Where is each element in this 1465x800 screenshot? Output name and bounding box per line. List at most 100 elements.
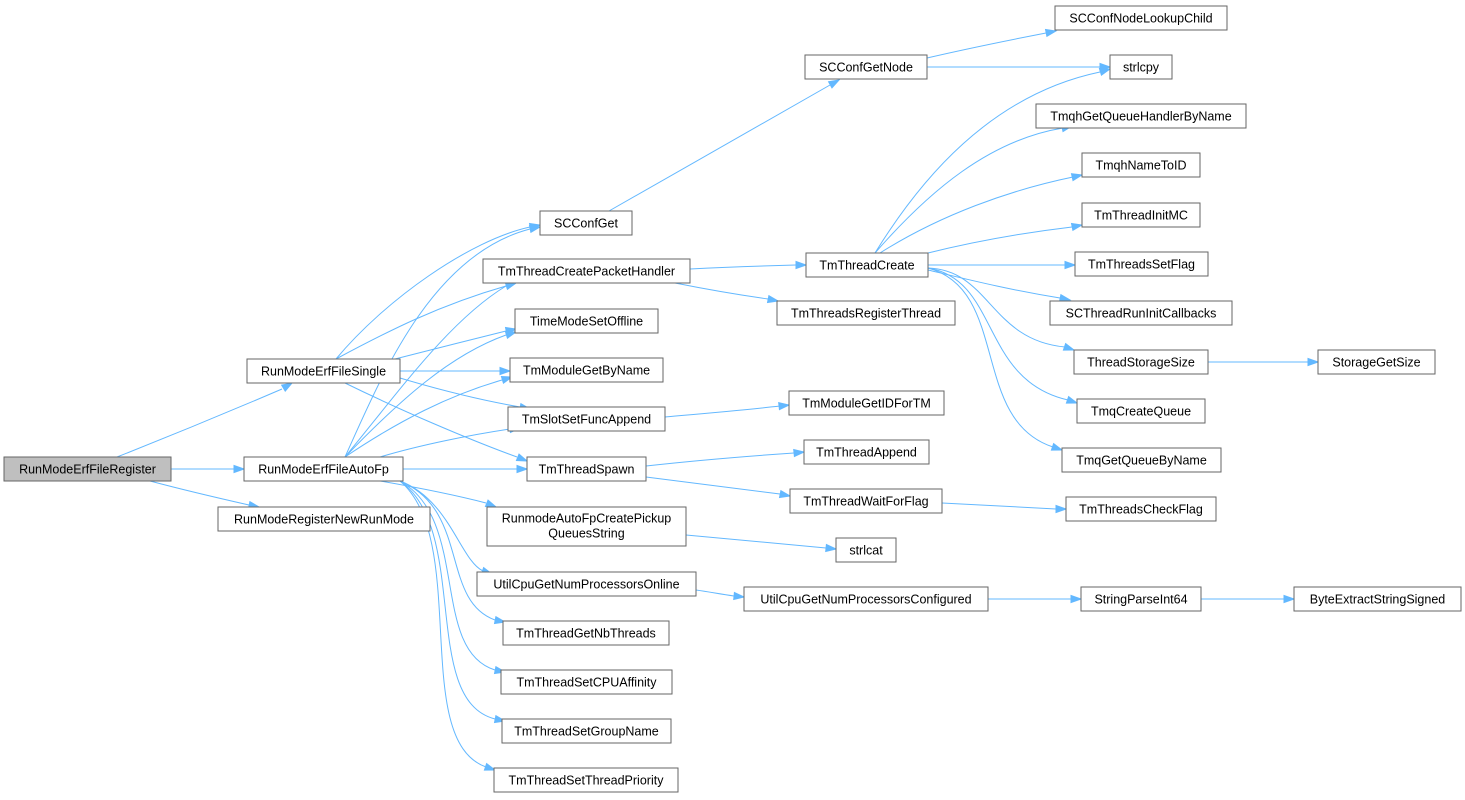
call-edge xyxy=(664,401,791,418)
node-TmThreadsRegisterThread[interactable]: TmThreadsRegisterThread xyxy=(776,300,956,326)
node-label: RunModeErfFileSingle xyxy=(261,365,386,379)
node-label: SCConfGet xyxy=(554,217,618,231)
node-label: TmThreadSpawn xyxy=(539,463,635,477)
edge-line xyxy=(927,267,1066,348)
call-edge xyxy=(874,67,1112,254)
edge-line xyxy=(685,534,827,549)
node-label: TmThreadCreatePacketHandler xyxy=(498,265,675,279)
node-label: TmThreadSetGroupName xyxy=(514,725,659,739)
edge-arrowhead xyxy=(1070,173,1084,182)
call-edge xyxy=(926,28,1058,59)
node-StringParseInt64[interactable]: StringParseInt64 xyxy=(1080,586,1202,612)
node-SCThreadRunInitCallbacks[interactable]: SCThreadRunInitCallbacks xyxy=(1049,300,1233,326)
node-TmThreadWaitForFlag[interactable]: TmThreadWaitForFlag xyxy=(789,488,943,514)
node-TmqCreateQueue[interactable]: TmqCreateQueue xyxy=(1076,398,1206,424)
node-TimeModeSetOffline[interactable]: TimeModeSetOffline xyxy=(514,308,659,334)
call-edge xyxy=(1201,594,1296,604)
node-TmThreadsSetFlag[interactable]: TmThreadsSetFlag xyxy=(1074,251,1209,277)
node-label: strlcpy xyxy=(1123,61,1160,75)
edge-arrowhead xyxy=(483,762,497,771)
edge-line xyxy=(874,127,1064,254)
call-edge xyxy=(879,173,1084,254)
node-TmqhNameToID[interactable]: TmqhNameToID xyxy=(1081,152,1201,178)
node-TmThreadCreate[interactable]: TmThreadCreate xyxy=(805,252,929,278)
call-edge xyxy=(927,269,1072,303)
edge-arrowhead xyxy=(1070,222,1084,232)
node-ThreadStorageSize[interactable]: ThreadStorageSize xyxy=(1073,349,1209,375)
call-edge xyxy=(988,594,1083,604)
node-TmThreadSetCPUAffinity[interactable]: TmThreadSetCPUAffinity xyxy=(500,669,673,695)
edge-arrowhead xyxy=(1307,357,1320,367)
edge-line xyxy=(394,330,507,360)
node-RunModeRegisterNewRunMode[interactable]: RunModeRegisterNewRunMode xyxy=(217,506,431,532)
node-label: SCThreadRunInitCallbacks xyxy=(1066,307,1217,321)
node-label: TmqhGetQueueHandlerByName xyxy=(1050,110,1231,124)
edge-line xyxy=(335,285,507,360)
call-edge xyxy=(394,326,518,360)
node-TmModuleGetByName[interactable]: TmModuleGetByName xyxy=(509,357,664,383)
node-TmThreadInitMC[interactable]: TmThreadInitMC xyxy=(1081,202,1201,228)
node-UtilCpuGetNumProcessorsConfigured[interactable]: UtilCpuGetNumProcessorsConfigured xyxy=(743,586,989,612)
node-label: UtilCpuGetNumProcessorsOnline xyxy=(493,578,679,592)
node-SCConfGetNode[interactable]: SCConfGetNode xyxy=(804,54,928,80)
node-ByteExtractStringSigned[interactable]: ByteExtractStringSigned xyxy=(1293,586,1462,612)
node-RunModeErfFileRegister[interactable]: RunModeErfFileRegister xyxy=(3,456,172,482)
node-label: TmSlotSetFuncAppend xyxy=(522,413,651,427)
call-edge xyxy=(927,267,1079,404)
node-label: TmThreadAppend xyxy=(816,446,917,460)
call-edge xyxy=(927,267,1076,351)
edge-line xyxy=(344,228,531,458)
call-edge xyxy=(403,464,529,474)
node-label: TimeModeSetOffline xyxy=(530,315,643,329)
edge-line xyxy=(927,226,1073,254)
edge-arrowhead xyxy=(1065,395,1079,404)
node-TmSlotSetFuncAppend[interactable]: TmSlotSetFuncAppend xyxy=(507,406,666,432)
node-strlcpy[interactable]: strlcpy xyxy=(1109,54,1173,80)
node-TmThreadCreatePacketHandler[interactable]: TmThreadCreatePacketHandler xyxy=(482,258,691,284)
call-edge xyxy=(171,464,246,474)
node-label: SCConfGetNode xyxy=(819,61,913,75)
edge-line xyxy=(344,379,503,458)
call-edge xyxy=(927,62,1112,72)
node-label: RunModeErfFileRegister xyxy=(19,463,156,477)
node-TmThreadSpawn[interactable]: TmThreadSpawn xyxy=(526,456,647,482)
node-label: RunModeErfFileAutoFp xyxy=(258,463,389,477)
node-TmThreadGetNbThreads[interactable]: TmThreadGetNbThreads xyxy=(502,620,670,646)
edge-line xyxy=(926,32,1047,59)
edge-arrowhead xyxy=(1055,504,1068,514)
node-label: TmThreadsCheckFlag xyxy=(1079,503,1203,517)
call-edge xyxy=(379,480,498,508)
node-TmThreadSetGroupName[interactable]: TmThreadSetGroupName xyxy=(501,718,672,744)
call-edge xyxy=(1208,357,1320,367)
edge-line xyxy=(674,282,769,300)
node-RunModeErfFileAutoFp[interactable]: RunModeErfFileAutoFp xyxy=(243,456,404,482)
edge-arrowhead xyxy=(280,382,294,393)
node-TmThreadAppend[interactable]: TmThreadAppend xyxy=(803,439,930,465)
edge-line xyxy=(335,226,531,360)
node-UtilCpuGetNumProcessorsOnline[interactable]: UtilCpuGetNumProcessorsOnline xyxy=(476,571,697,597)
node-RunModeErfFileSingle[interactable]: RunModeErfFileSingle xyxy=(246,358,401,384)
node-TmqGetQueueByName[interactable]: TmqGetQueueByName xyxy=(1061,447,1222,473)
call-edge xyxy=(941,502,1068,514)
edge-arrowhead xyxy=(795,260,808,270)
node-SCConfGet[interactable]: SCConfGet xyxy=(539,210,633,236)
node-label: TmThreadSetCPUAffinity xyxy=(516,676,657,690)
edge-arrowhead xyxy=(493,615,507,625)
edge-line xyxy=(399,480,496,621)
node-StorageGetSize[interactable]: StorageGetSize xyxy=(1317,349,1436,375)
edge-line xyxy=(116,388,283,458)
call-edge xyxy=(695,589,746,601)
node-SCConfNodeLookupChild[interactable]: SCConfNodeLookupChild xyxy=(1054,5,1228,31)
edge-arrowhead xyxy=(1058,293,1072,303)
node-TmThreadSetThreadPriority[interactable]: TmThreadSetThreadPriority xyxy=(493,767,679,793)
call-edge xyxy=(344,330,518,458)
node-TmModuleGetIDForTM[interactable]: TmModuleGetIDForTM xyxy=(788,390,945,416)
node-strlcat[interactable]: strlcat xyxy=(835,537,897,563)
call-edge xyxy=(927,222,1084,254)
node-label: TmThreadInitMC xyxy=(1094,209,1188,223)
node-RunmodeAutoFpCreatePickupQueuesString[interactable]: RunmodeAutoFpCreatePickup QueuesString xyxy=(486,506,687,547)
edge-arrowhead xyxy=(516,464,529,474)
node-label: TmqGetQueueByName xyxy=(1076,454,1207,468)
node-TmThreadsCheckFlag[interactable]: TmThreadsCheckFlag xyxy=(1065,496,1217,522)
node-TmqhGetQueueHandlerByName[interactable]: TmqhGetQueueHandlerByName xyxy=(1035,103,1247,129)
